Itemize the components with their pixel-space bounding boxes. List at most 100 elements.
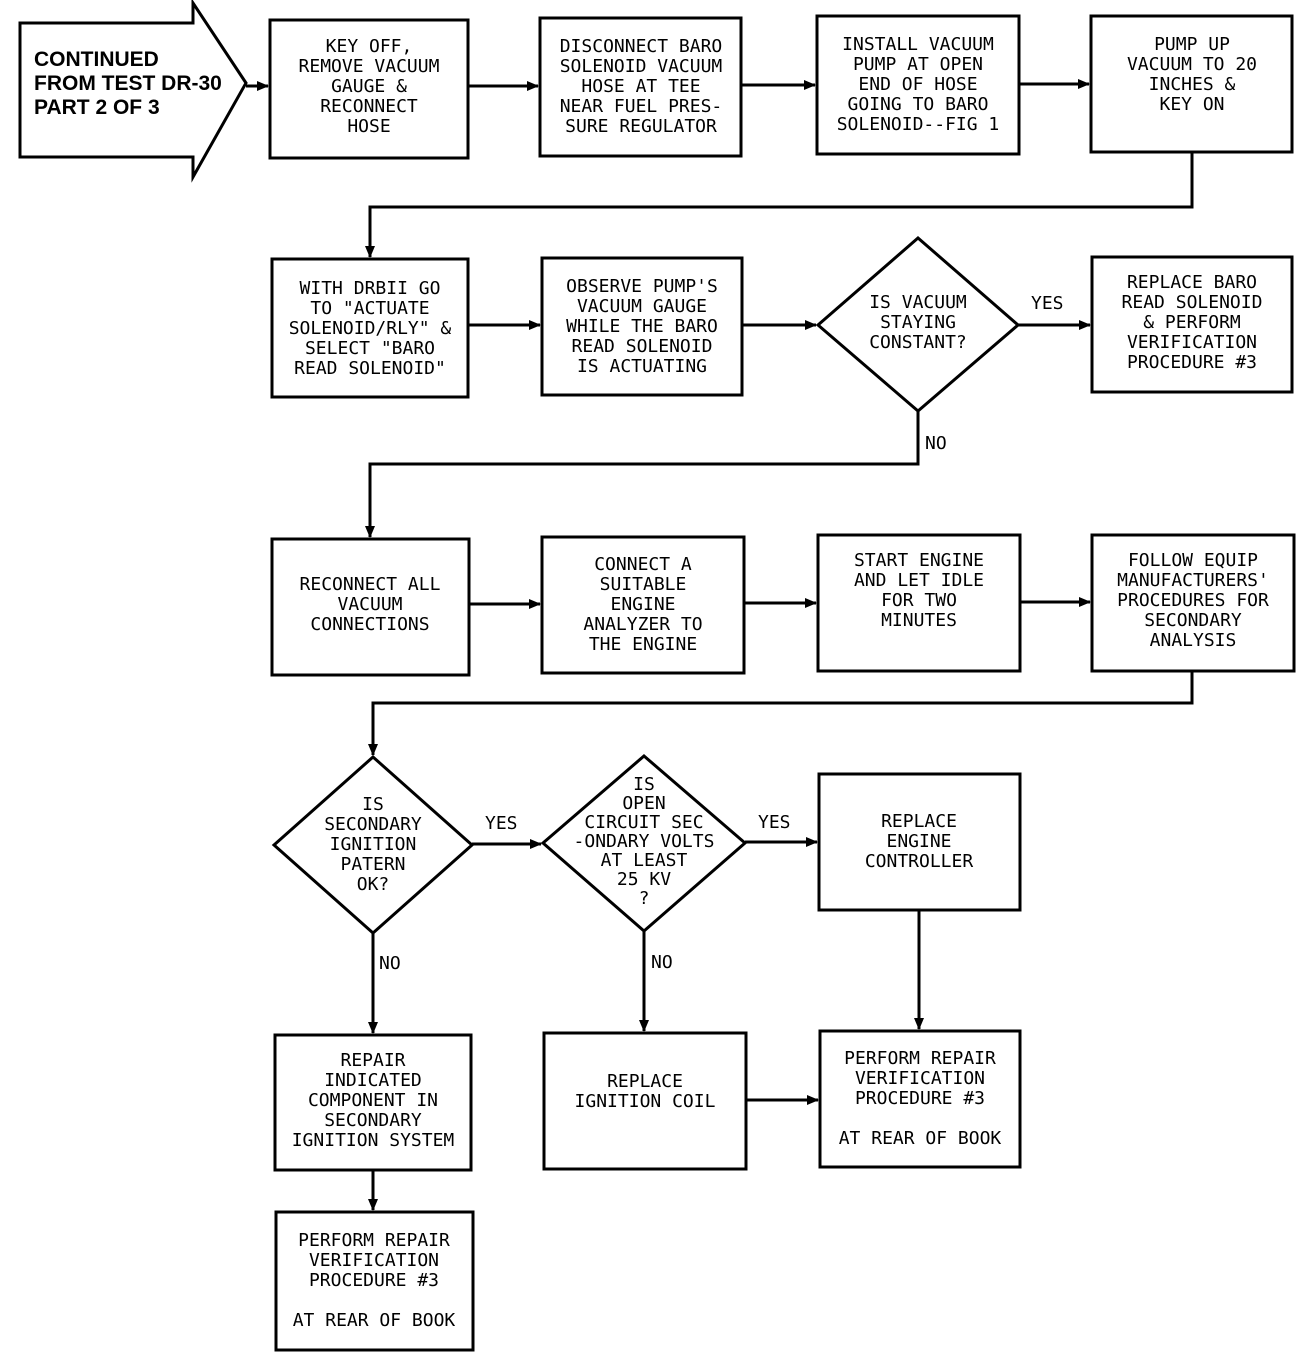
label-line: SOLENOID VACUUM <box>560 56 723 77</box>
label-line: DISCONNECT BARO <box>560 36 723 57</box>
label-line: OK? <box>357 874 390 895</box>
label-line: VERIFICATION <box>309 1250 439 1271</box>
yes-label-open-circuit: YES <box>758 812 791 833</box>
label-line: CONSTANT? <box>869 332 967 353</box>
no-label-vacuum: NO <box>925 433 947 454</box>
yes-label-vacuum: YES <box>1031 293 1064 314</box>
label-line: WITH DRBII GO <box>300 278 441 299</box>
label-line: SECONDARY <box>1144 610 1242 631</box>
arrow-follow-equip-to-secondary <box>368 671 1194 756</box>
label-line: PART 2 OF 3 <box>34 96 160 119</box>
label-line: TO "ACTUATE <box>310 298 429 319</box>
label-line: IGNITION COIL <box>575 1091 716 1112</box>
label-line: AT REAR OF BOOK <box>293 1310 456 1331</box>
label-line: READ SOLENOID" <box>294 358 446 379</box>
label-line: MINUTES <box>881 610 957 631</box>
label-line: COMPONENT IN <box>308 1090 438 1111</box>
label-line: SURE REGULATOR <box>565 116 717 137</box>
label-line: IS <box>633 774 655 795</box>
label-line: ANALYZER TO <box>583 614 702 635</box>
label-line: RECONNECT ALL <box>300 574 441 595</box>
arrow-pump-up-to-drbii <box>365 152 1194 258</box>
label-line: & PERFORM <box>1143 312 1241 333</box>
arrow-vacuum-no-to-reconnect <box>365 411 920 538</box>
label-line: FOR TWO <box>881 590 957 611</box>
yes-label-secondary: YES <box>485 813 518 834</box>
label-line: HOSE AT TEE <box>581 76 700 97</box>
label-line: READ SOLENOID <box>1122 292 1263 313</box>
no-label-open-circuit: NO <box>651 952 673 973</box>
label-line: KEY OFF, <box>326 36 413 57</box>
label-line: VACUUM GAUGE <box>577 296 707 317</box>
label-line: CONTROLLER <box>865 851 974 872</box>
label-line: MANUFACTURERS' <box>1117 570 1269 591</box>
label-line: NEAR FUEL PRES- <box>560 96 723 117</box>
label-line: HOSE <box>347 116 390 137</box>
label-line: REPLACE <box>607 1071 683 1092</box>
label-line: END OF HOSE <box>858 74 977 95</box>
label-line: THE ENGINE <box>589 634 697 655</box>
label-line: READ SOLENOID <box>572 336 713 357</box>
label-line: ? <box>639 888 650 909</box>
label-line: GOING TO BARO <box>848 94 989 115</box>
label-line: IGNITION <box>330 834 417 855</box>
label-line: KEY ON <box>1159 94 1224 115</box>
label-line: PROCEDURE #3 <box>855 1088 985 1109</box>
label-line: PROCEDURES FOR <box>1117 590 1269 611</box>
label-line: PROCEDURE #3 <box>1127 352 1257 373</box>
no-label-secondary: NO <box>379 953 401 974</box>
label-line: VERIFICATION <box>1127 332 1257 353</box>
label-line: PERFORM REPAIR <box>298 1230 450 1251</box>
label-line: INDICATED <box>324 1070 422 1091</box>
label-line: REPLACE BARO <box>1127 272 1257 293</box>
label-line: ENGINE <box>610 594 675 615</box>
label-line: VACUUM <box>337 594 402 615</box>
label-line: AT REAR OF BOOK <box>839 1128 1002 1149</box>
label-line: STAYING <box>880 312 956 333</box>
label-line: REMOVE VACUUM <box>299 56 440 77</box>
label-line: SELECT "BARO <box>305 338 435 359</box>
label-line: START ENGINE <box>854 550 984 571</box>
label-line: IGNITION SYSTEM <box>292 1130 455 1151</box>
label-line: SOLENOID--FIG 1 <box>837 114 1000 135</box>
label-line: REPAIR <box>340 1050 405 1071</box>
label-line: AND LET IDLE <box>854 570 984 591</box>
label-line: IS VACUUM <box>869 292 967 313</box>
label-line: PERFORM REPAIR <box>844 1048 996 1069</box>
label-line: IS <box>362 794 384 815</box>
label-line: SOLENOID/RLY" & <box>289 318 452 339</box>
label-line: FROM TEST DR-30 <box>34 72 222 95</box>
label-line: OBSERVE PUMP'S <box>566 276 718 297</box>
